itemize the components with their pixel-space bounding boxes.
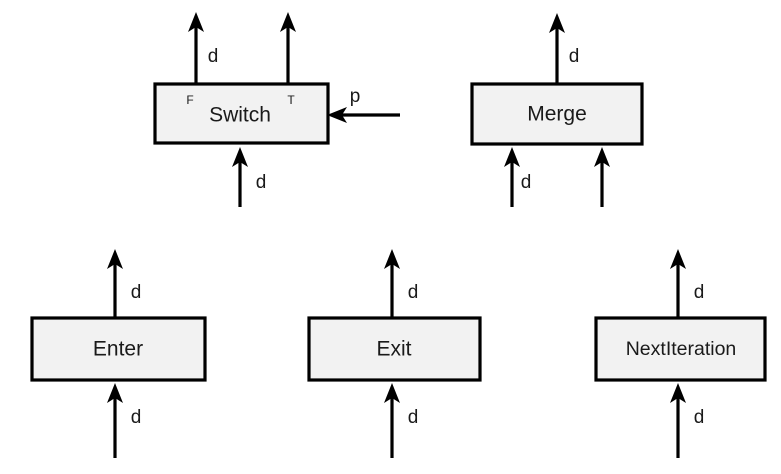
arrow-head-icon bbox=[107, 383, 123, 403]
arrow-head-icon bbox=[188, 12, 204, 32]
edge-label-enter-input: d bbox=[131, 407, 142, 428]
edge-label-switch-false-output: d bbox=[208, 46, 219, 67]
nextiteration-label: NextIteration bbox=[626, 338, 737, 360]
arrow-head-icon bbox=[327, 107, 347, 123]
edge-switch-data-input bbox=[232, 147, 248, 207]
edge-label-merge-output: d bbox=[569, 46, 580, 67]
edge-merge-input-right bbox=[594, 147, 610, 207]
enter-label: Enter bbox=[93, 338, 143, 361]
arrow-head-icon bbox=[107, 249, 123, 269]
enter-box[interactable] bbox=[30, 316, 207, 382]
merge-box[interactable] bbox=[470, 82, 644, 146]
edge-merge-output bbox=[549, 13, 565, 84]
exit-box[interactable] bbox=[307, 316, 482, 382]
arrow-head-icon bbox=[670, 383, 686, 403]
switch-port-true-label: T bbox=[287, 93, 295, 107]
node-nextiteration[interactable]: d d NextIteration bbox=[594, 249, 767, 458]
edge-label-switch-predicate: p bbox=[350, 86, 361, 107]
arrow-head-icon bbox=[384, 249, 400, 269]
edge-switch-true-output bbox=[280, 12, 296, 84]
edge-label-enter-output: d bbox=[131, 282, 142, 303]
switch-port-false-label: F bbox=[186, 93, 193, 107]
edge-switch-predicate-input bbox=[327, 107, 400, 123]
nextiteration-box[interactable] bbox=[594, 316, 767, 382]
node-enter[interactable]: d d Enter bbox=[30, 249, 207, 458]
edge-enter-input bbox=[107, 383, 123, 458]
switch-label: Switch bbox=[209, 104, 271, 127]
arrow-head-icon bbox=[549, 13, 565, 33]
edge-label-nextiteration-output: d bbox=[694, 282, 705, 303]
edge-exit-output bbox=[384, 249, 400, 318]
edge-label-merge-input-left: d bbox=[521, 172, 532, 193]
edge-label-exit-output: d bbox=[408, 282, 419, 303]
node-exit[interactable]: d d Exit bbox=[307, 249, 482, 458]
arrow-head-icon bbox=[232, 147, 248, 167]
edge-nextiteration-input bbox=[670, 383, 686, 458]
arrow-head-icon bbox=[384, 383, 400, 403]
switch-box[interactable] bbox=[153, 82, 330, 145]
edge-label-nextiteration-input: d bbox=[694, 407, 705, 428]
node-merge[interactable]: d d Merge bbox=[470, 13, 644, 207]
edge-label-exit-input: d bbox=[408, 407, 419, 428]
node-switch[interactable]: d p d F T Switch bbox=[153, 12, 400, 207]
arrow-head-icon bbox=[594, 147, 610, 167]
merge-label: Merge bbox=[527, 103, 587, 126]
edge-label-switch-data-input: d bbox=[256, 172, 267, 193]
edge-enter-output bbox=[107, 249, 123, 318]
arrow-head-icon bbox=[504, 147, 520, 167]
edge-switch-false-output bbox=[188, 12, 204, 84]
edge-nextiteration-output bbox=[670, 249, 686, 318]
exit-label: Exit bbox=[376, 338, 411, 361]
arrow-head-icon bbox=[670, 249, 686, 269]
edge-merge-input-left bbox=[504, 147, 520, 207]
arrow-head-icon bbox=[280, 12, 296, 32]
edge-exit-input bbox=[384, 383, 400, 458]
